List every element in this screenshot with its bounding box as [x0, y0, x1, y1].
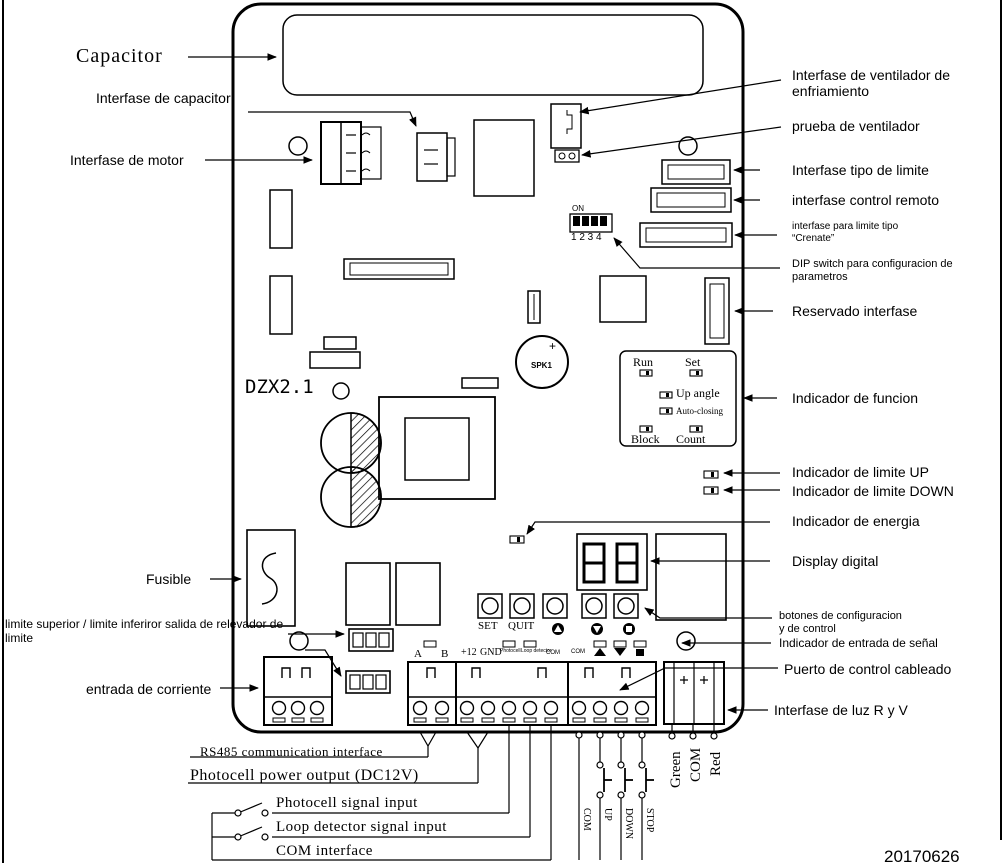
small-component — [527, 290, 541, 324]
wired-control-terminal — [567, 661, 657, 726]
capacitor-connector — [416, 132, 448, 182]
label-stop-vertical: STOP — [644, 808, 655, 833]
function-indicator-panel — [619, 350, 737, 447]
dip-switch — [569, 213, 613, 233]
label-rv-light: Interfase de luz R y V — [774, 702, 908, 718]
fan-test-jumper — [554, 149, 580, 163]
config-buttons — [477, 593, 639, 619]
label-fan-interface: Interfase de ventilador de enfriamiento — [792, 67, 950, 100]
terminal-gnd-label: GND — [480, 647, 502, 658]
label-power-indicator: Indicador de energia — [792, 513, 920, 529]
date-code: 20170626 — [884, 847, 960, 866]
label-photocell-power: Photocell power output (DC12V) — [190, 767, 419, 784]
indicator-run-label: Run — [633, 355, 654, 369]
label-green: Green — [668, 751, 684, 788]
label-wired-control-port: Puerto de control cableado — [784, 661, 952, 677]
label-signal-input: Indicador de entrada de señal — [779, 636, 938, 650]
speaker-plus: + — [549, 339, 557, 353]
pin-header — [343, 258, 455, 280]
terminal-loop-label: Loop detector — [521, 648, 552, 654]
power-input-terminal — [263, 656, 333, 726]
limit-type-connector — [661, 159, 731, 185]
mount-hole — [288, 136, 308, 156]
terminal-photocell-label: Photocell — [500, 648, 521, 654]
photocell-loop-terminal — [455, 661, 569, 726]
label-down-vertical: DOWN — [623, 808, 634, 840]
label-com-light: COM — [688, 747, 704, 782]
label-limit-up: Indicador de limite UP — [792, 464, 929, 480]
limit-relay — [345, 562, 391, 626]
limit-relay-output — [345, 670, 391, 694]
button-quit-label: QUIT — [508, 620, 535, 632]
speaker — [515, 335, 569, 389]
label-crenate-limit: interfase para limite tipo “Crenate” — [792, 221, 899, 244]
chip — [599, 275, 647, 323]
mount-hole — [676, 631, 696, 651]
light-rv-terminal — [663, 661, 725, 725]
terminal-com2-label: COM — [571, 649, 585, 655]
component-block — [269, 275, 293, 335]
label-rs485: RS485 communication interface — [200, 744, 383, 759]
label-photocell-signal: Photocell signal input — [276, 795, 418, 811]
speaker-label: SPK1 — [531, 361, 552, 370]
label-remote-control: interfase control remoto — [792, 192, 940, 208]
label-capacitor-interface: Interfase de capacitor — [96, 90, 231, 106]
component-block — [269, 189, 293, 249]
transformer — [378, 396, 496, 500]
terminal-b-label: B — [441, 648, 449, 660]
label-com-vertical: COM — [581, 808, 592, 831]
indicator-auto-closing-label: Auto-closing — [676, 406, 723, 416]
reserved-connector — [704, 277, 730, 345]
label-fuse: Fusible — [146, 571, 192, 587]
label-capacitor: Capacitor — [76, 45, 163, 67]
digital-display — [576, 533, 648, 591]
mount-hole — [678, 136, 698, 156]
small-component — [309, 351, 361, 369]
electrolytic-capacitor — [320, 412, 382, 474]
label-com-interface: COM interface — [276, 843, 373, 859]
label-limit-down: Indicador de limite DOWN — [792, 483, 954, 499]
limit-relay-output — [348, 628, 394, 652]
electrolytic-capacitor — [320, 466, 382, 528]
button-set-label: SET — [478, 620, 498, 632]
fan-connector — [550, 103, 582, 149]
capacitor-block — [282, 14, 704, 96]
mount-hole — [289, 631, 309, 651]
relay — [473, 119, 535, 197]
label-loop-signal: Loop detector signal input — [276, 819, 447, 835]
label-config-buttons: botones de configuracion y de control — [779, 610, 902, 635]
label-motor-interface: Interfase de motor — [70, 152, 184, 168]
label-digital-display: Display digital — [792, 553, 879, 569]
label-reserved: Reservado interfase — [792, 303, 918, 319]
limit-relay — [395, 562, 441, 626]
board-model: DZX2.1 — [245, 376, 314, 398]
indicator-up-angle-label: Up angle — [676, 386, 720, 400]
dip-on-label: ON — [572, 204, 584, 213]
label-fan-test: prueba de ventilador — [792, 118, 920, 134]
label-power-input: entrada de corriente — [86, 681, 212, 697]
label-limit-relay-output: limite superior / limite inferiror salid… — [5, 617, 284, 645]
dip-numbers: 1 2 3 4 — [571, 232, 602, 243]
label-red: Red — [708, 751, 724, 776]
terminal-a-label: A — [414, 648, 422, 660]
indicator-set-label: Set — [685, 355, 701, 369]
indicator-block-label: Block — [631, 432, 660, 446]
remote-control-connector — [650, 187, 732, 213]
fuse — [246, 529, 296, 627]
label-limit-type: Interfase tipo de limite — [792, 162, 929, 178]
relay — [655, 533, 727, 621]
mount-hole — [332, 382, 350, 400]
small-component — [323, 336, 357, 350]
crenate-limit-connector — [639, 222, 733, 248]
rs485-terminal — [407, 661, 457, 726]
small-component — [461, 377, 499, 389]
terminal-plus12-label: +12 — [461, 647, 477, 658]
indicator-count-label: Count — [676, 432, 706, 446]
label-dip-switch: DIP switch para configuracion de paramet… — [792, 258, 953, 283]
terminal-com-small-label: COM — [546, 650, 560, 656]
label-up-vertical: UP — [602, 808, 613, 821]
label-function-indicator: Indicador de funcion — [792, 390, 919, 406]
